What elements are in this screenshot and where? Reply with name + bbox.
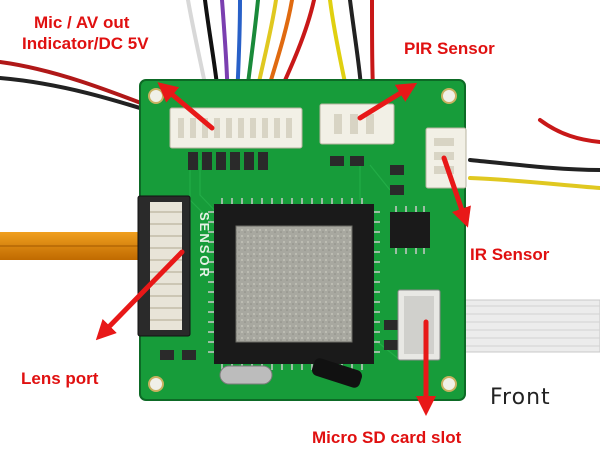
label-ir-sensor: IR Sensor bbox=[470, 245, 550, 264]
label-pir-sensor: PIR Sensor bbox=[404, 39, 495, 58]
label-mic-line1: Mic / AV out bbox=[34, 13, 130, 32]
arrow-pir bbox=[357, 82, 418, 121]
smd-components bbox=[160, 152, 404, 360]
lens-flex-cable bbox=[0, 232, 150, 260]
label-mic-av-dc: Mic / AV out Indicator/DC 5V bbox=[22, 12, 149, 54]
micro-sd-slot bbox=[397, 289, 441, 361]
main-processor-chip bbox=[208, 198, 380, 370]
lens-port-connector bbox=[137, 195, 191, 337]
label-mic-line2: Indicator/DC 5V bbox=[22, 34, 149, 53]
annotation-arrows bbox=[95, 82, 471, 416]
crystal-oscillator bbox=[219, 358, 362, 388]
av-dc-connector bbox=[169, 107, 303, 149]
small-ic-chip bbox=[390, 206, 430, 254]
arrow-lens bbox=[95, 249, 185, 341]
chip-marking-text: SENSOR bbox=[197, 212, 212, 279]
pir-connector bbox=[319, 103, 395, 145]
label-lens-port: Lens port bbox=[21, 369, 99, 388]
arrow-ir bbox=[441, 155, 471, 228]
arrow-mic bbox=[157, 82, 215, 131]
label-micro-sd-slot: Micro SD card slot bbox=[312, 428, 462, 447]
label-front: Front bbox=[490, 385, 551, 410]
